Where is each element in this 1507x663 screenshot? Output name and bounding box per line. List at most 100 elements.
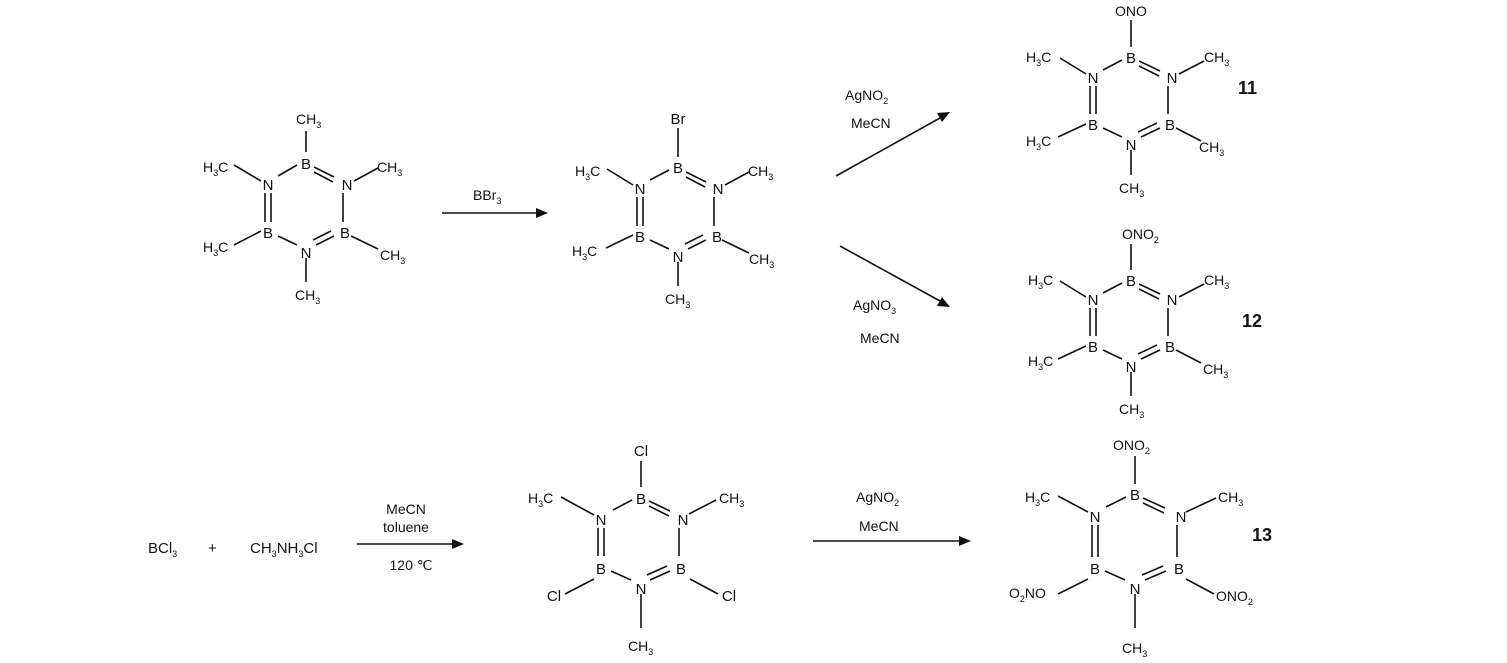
mol3-cl-right: Cl	[722, 588, 736, 605]
mol1-ch3-right-top: CH3	[377, 159, 402, 178]
mol2-n-bottom: N	[673, 249, 684, 266]
starting-materials: BCl3 + CH3NH3Cl	[148, 540, 318, 559]
c11-b-top: B	[1126, 50, 1136, 67]
c12-b-right: B	[1165, 339, 1175, 356]
mol1-ch3-bottom: CH3	[295, 287, 320, 306]
mol3-n-left: N	[596, 512, 607, 529]
c11-n-bottom: N	[1126, 137, 1137, 154]
mol1-n-bottom: N	[301, 245, 312, 262]
c12-n-right: N	[1167, 292, 1178, 309]
c12-n-bottom: N	[1126, 359, 1137, 376]
c11-b-right: B	[1165, 117, 1175, 134]
c11-ch3-bottom: CH3	[1119, 180, 1144, 199]
c13-b-right: B	[1174, 561, 1184, 578]
mol2-ch3-right-bottom: CH3	[749, 251, 774, 270]
mol3-n-right: N	[678, 512, 689, 529]
c11-ch3-right-top: CH3	[1204, 49, 1229, 68]
reagent-agno3: AgNO3	[853, 297, 896, 316]
c12-n-left: N	[1088, 292, 1099, 309]
reaction-arrow-agno2-bottom: AgNO2 MeCN	[813, 489, 971, 546]
c12-ch3-right-bottom: CH3	[1203, 361, 1228, 380]
reagent-agno2-top: AgNO2	[845, 87, 888, 106]
c13-n-left: N	[1090, 509, 1101, 526]
c13-n-right: N	[1176, 509, 1187, 526]
mol2-b-top: B	[673, 160, 683, 177]
mol1-b-top: B	[301, 156, 311, 173]
mol3-cl-top: Cl	[634, 443, 648, 460]
c11-n-left: N	[1088, 70, 1099, 87]
reaction-temperature: 120 ℃	[390, 557, 433, 573]
c11-h3c-left-top: H3C	[1026, 49, 1051, 68]
mol3-b-right: B	[676, 561, 686, 578]
mol1-ch3-top: CH3	[296, 111, 321, 130]
c12-h3c-left-top: H3C	[1028, 272, 1053, 291]
mol2-n-left: N	[635, 181, 646, 198]
methylammonium-chloride: CH3NH3Cl	[250, 540, 318, 559]
c12-ch3-right-top: CH3	[1204, 272, 1229, 291]
reaction-arrow-bbr3: BBr3	[442, 187, 548, 218]
mol3-ch3-bottom: CH3	[628, 638, 653, 657]
c11-ono: ONO	[1115, 3, 1147, 19]
mol3-h3c-left: H3C	[528, 490, 553, 509]
reaction-arrow-heat: MeCN toluene 120 ℃	[357, 501, 464, 573]
molecule-compound-11: ONO B N N B B N H3C CH3 H3C CH3 CH3 11	[1026, 3, 1257, 199]
reaction-arrow-agno2-up: AgNO2 MeCN	[835, 87, 950, 177]
c12-b-left: B	[1088, 339, 1098, 356]
c12-h3c-left-bottom: H3C	[1028, 353, 1053, 372]
mol1-n-left: N	[263, 177, 274, 194]
mol1-b-right: B	[340, 225, 350, 242]
mol1-h3c-left-bottom: H3C	[203, 239, 228, 258]
mol1-ch3-right-bottom: CH3	[380, 247, 405, 266]
mol2-br: Br	[671, 111, 686, 128]
compound-label-11: 11	[1238, 78, 1257, 98]
mol2-b-right: B	[712, 229, 722, 246]
mol2-n-right: N	[713, 181, 724, 198]
c11-b-left: B	[1088, 117, 1098, 134]
c12-ono2: ONO2	[1122, 226, 1159, 245]
mol1-n-right: N	[342, 177, 353, 194]
reagent-toluene: toluene	[383, 519, 429, 535]
reagent-mecn-middle: MeCN	[860, 330, 900, 346]
mol3-ch3-right: CH3	[719, 490, 744, 509]
reagent-mecn-top: MeCN	[851, 115, 891, 131]
molecule-compound-12: ONO2 B N N B B N H3C CH3 H3C CH3 CH3 12	[1028, 226, 1262, 420]
compound-label-13: 13	[1252, 525, 1272, 545]
mol2-b-left: B	[635, 229, 645, 246]
c13-ono2-right: ONO2	[1216, 588, 1253, 607]
reagent-bbr3: BBr3	[473, 187, 501, 206]
molecule-bromoborazine: Br B N N B B N H3C CH3 H3C CH3 CH3	[572, 111, 774, 310]
c13-ch3-bottom: CH3	[1122, 640, 1147, 659]
molecule-hexamethylborazine: CH3 B N N B B N H3C CH3 H3C CH3 CH3	[203, 111, 405, 306]
reagent-mecn-bottom: MeCN	[386, 501, 426, 517]
mol1-h3c-left-top: H3C	[203, 159, 228, 178]
c11-n-right: N	[1167, 70, 1178, 87]
mol2-ch3-bottom: CH3	[665, 291, 690, 310]
mol3-b-left: B	[596, 561, 606, 578]
molecule-compound-13: ONO2 B N N B B N H3C CH3 O2NO ONO2 CH3 1…	[1009, 437, 1272, 659]
mol2-h3c-left-bottom: H3C	[572, 243, 597, 262]
molecule-trichloroborazine: Cl B N N B B N H3C CH3 Cl Cl CH3	[528, 443, 744, 657]
mol3-b-top: B	[636, 491, 646, 508]
c13-b-top: B	[1130, 487, 1140, 504]
reagent-agno2-bottom: AgNO2	[856, 489, 899, 508]
c13-h3c-left: H3C	[1025, 489, 1050, 508]
c13-n-bottom: N	[1130, 581, 1141, 598]
mol1-b-left: B	[263, 225, 273, 242]
c11-ch3-right-bottom: CH3	[1199, 139, 1224, 158]
reaction-arrow-agno3-down: AgNO3 MeCN	[839, 245, 950, 346]
c13-ch3-right: CH3	[1218, 489, 1243, 508]
c12-ch3-bottom: CH3	[1119, 401, 1144, 420]
c11-h3c-left-bottom: H3C	[1026, 133, 1051, 152]
reagent-mecn-last: MeCN	[859, 518, 899, 534]
c13-o2no-left: O2NO	[1009, 585, 1046, 604]
c12-b-top: B	[1126, 273, 1136, 290]
c13-b-left: B	[1090, 561, 1100, 578]
compound-label-12: 12	[1242, 311, 1262, 331]
c13-ono2-top: ONO2	[1113, 437, 1150, 456]
mol3-n-bottom: N	[636, 581, 647, 598]
mol2-ch3-right-top: CH3	[748, 163, 773, 182]
mol2-h3c-left-top: H3C	[575, 163, 600, 182]
mol3-cl-left: Cl	[547, 588, 561, 605]
bcl3: BCl3	[148, 540, 177, 559]
